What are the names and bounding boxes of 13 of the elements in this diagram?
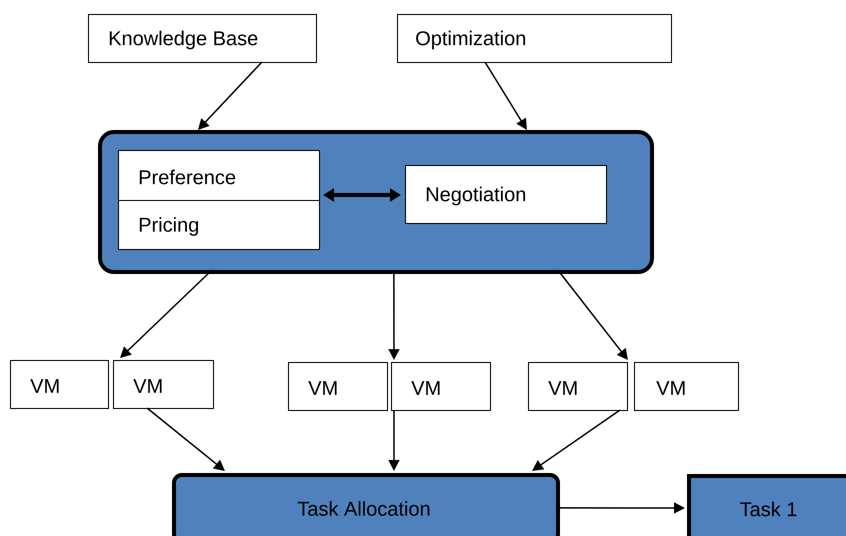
text-box: VM xyxy=(528,362,628,411)
text-box: VM xyxy=(634,362,739,411)
process-box: Task Allocation xyxy=(172,473,560,536)
text-box: Negotiation xyxy=(405,165,607,224)
text-box: Optimization xyxy=(397,14,672,63)
text-box: Pricing xyxy=(118,200,320,250)
text-box: VM xyxy=(391,362,491,411)
text-box: VM xyxy=(113,360,214,409)
text-box: VM xyxy=(10,360,109,409)
text-box: Knowledge Base xyxy=(88,14,317,63)
text-box: VM xyxy=(288,362,388,411)
output-box: Task 1 xyxy=(687,474,846,536)
text-box: Preference xyxy=(118,150,320,201)
